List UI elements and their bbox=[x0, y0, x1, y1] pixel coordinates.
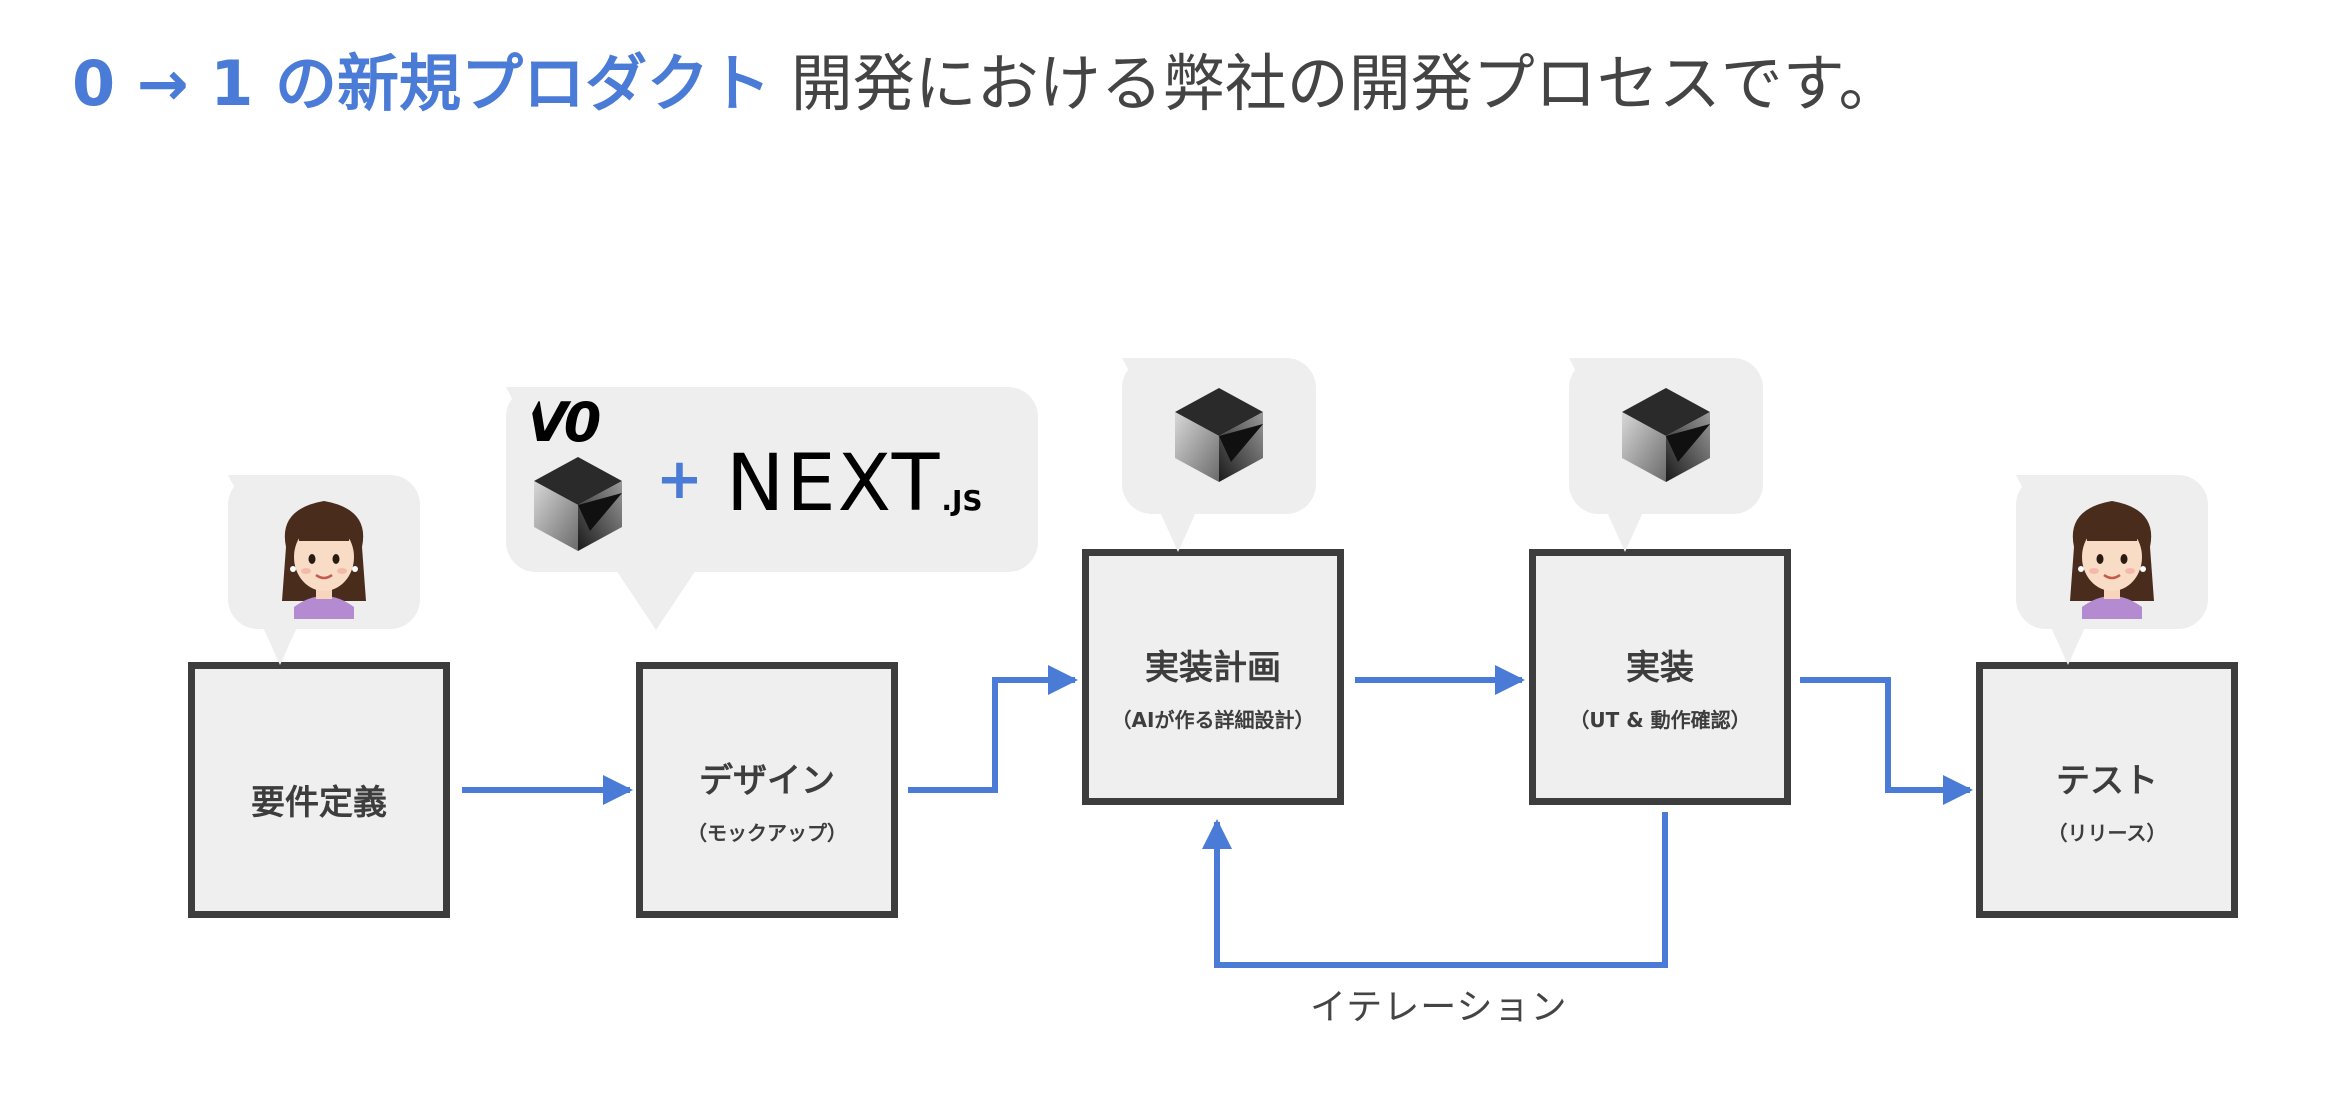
iteration-label: イテレーション bbox=[1310, 987, 1568, 1028]
step-implementation-subtitle: （UT & 動作確認） bbox=[1569, 708, 1751, 732]
step-implementation: 実装 （UT & 動作確認） bbox=[1529, 549, 1791, 805]
ai-cube-icon bbox=[1622, 388, 1710, 482]
nextjs-logo-text: NEXT bbox=[726, 439, 942, 529]
woman-avatar-icon bbox=[282, 501, 366, 619]
step-requirements-title: 要件定義 bbox=[251, 783, 387, 823]
title-highlight: 0 → 1 の新規プロダクト bbox=[72, 47, 771, 120]
step-impl-plan-subtitle: （AIが作る詳細設計） bbox=[1111, 708, 1315, 732]
step-impl-plan: 実装計画 （AIが作る詳細設計） bbox=[1082, 549, 1344, 805]
arrow-iteration-loop bbox=[1202, 812, 1668, 968]
plus-sign: + bbox=[656, 447, 703, 512]
woman-avatar-icon bbox=[2070, 501, 2154, 619]
step-impl-plan-title: 実装計画 bbox=[1145, 648, 1281, 688]
bubble-test bbox=[2016, 475, 2208, 665]
arrow-impl-to-test bbox=[1800, 677, 1973, 805]
ai-cube-icon bbox=[1175, 388, 1263, 482]
bubble-design-tools: V0 + NEXT.JS bbox=[506, 387, 1038, 630]
step-design-subtitle: （モックアップ） bbox=[687, 821, 847, 845]
bubble-requirements: .b1::after{} bbox=[228, 475, 420, 665]
nextjs-logo: NEXT.JS bbox=[726, 439, 983, 529]
step-design: デザイン （モックアップ） bbox=[636, 662, 898, 918]
page-title: 0 → 1 の新規プロダクト 開発における弊社の開発プロセスです。 bbox=[72, 42, 1901, 126]
nextjs-logo-suffix: .JS bbox=[941, 484, 983, 517]
step-requirements: 要件定義 bbox=[188, 662, 450, 918]
arrow-design-to-plan bbox=[908, 665, 1078, 793]
ai-cube-icon bbox=[534, 457, 622, 551]
step-test: テスト （リリース） bbox=[1976, 662, 2238, 918]
step-test-title: テスト bbox=[2056, 761, 2158, 801]
bubble-impl-plan bbox=[1122, 358, 1316, 552]
step-test-subtitle: （リリース） bbox=[2047, 821, 2167, 845]
step-design-title: デザイン bbox=[699, 761, 835, 801]
bubble-implementation bbox=[1569, 358, 1763, 552]
v0-logo: V0 bbox=[526, 391, 601, 454]
title-rest: 開発における弊社の開発プロセスです。 bbox=[770, 47, 1901, 120]
step-implementation-title: 実装 bbox=[1626, 648, 1694, 688]
